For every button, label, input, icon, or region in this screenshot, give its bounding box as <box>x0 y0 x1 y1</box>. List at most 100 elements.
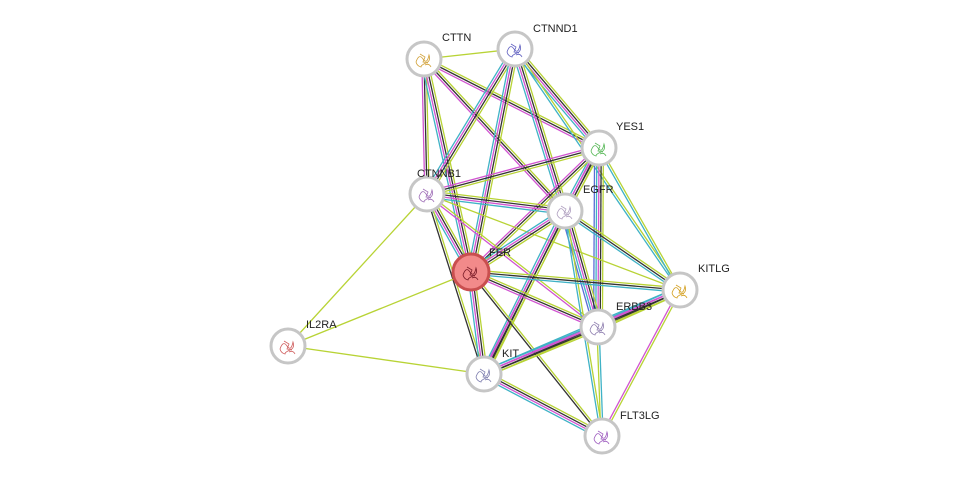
edge-line-coexpression <box>469 272 602 438</box>
node-label: IL2RA <box>306 319 337 331</box>
edge-line-experiments <box>422 60 599 151</box>
edge-egfr-erbb3 <box>560 209 603 329</box>
protein-structure-icon <box>556 205 573 220</box>
edge-line-coexpression <box>427 192 566 211</box>
edge-line-coexpression <box>425 194 484 375</box>
edge-line-databases <box>470 273 680 293</box>
edge-line-experiments <box>425 194 598 329</box>
node-erbb3[interactable]: ERBB3 <box>579 301 652 346</box>
edge-line-coexpression <box>470 271 599 328</box>
node-egfr[interactable]: EGFR <box>546 184 614 230</box>
node-yes1[interactable]: YES1 <box>580 121 644 167</box>
protein-structure-icon <box>593 430 610 445</box>
edge-fer-il2ra <box>287 271 472 347</box>
protein-structure-icon <box>418 188 435 203</box>
protein-structure-icon <box>415 53 432 68</box>
node-cttn[interactable]: CTTN <box>405 32 471 78</box>
protein-structure-icon <box>589 321 606 336</box>
edge-line-textmining <box>565 208 682 289</box>
edge-line-experiments <box>426 145 599 193</box>
edge-line-coexpression <box>470 271 681 291</box>
edge-line-experiments <box>426 194 565 213</box>
edge-line-textmining <box>425 57 568 210</box>
edge-line-databases <box>482 376 601 440</box>
edge-line-coexpression <box>471 49 517 273</box>
edge-line-textmining <box>568 209 603 326</box>
edge-line-textmining <box>427 149 600 197</box>
edge-line-experiments <box>564 210 599 328</box>
node-label: CTNND1 <box>533 23 578 35</box>
node-flt3lg[interactable]: FLT3LG <box>583 410 660 455</box>
edge-line-textmining <box>427 190 566 209</box>
protein-structure-icon <box>279 340 296 355</box>
edge-line-experiments <box>483 374 602 438</box>
edge-line-textmining <box>517 46 603 147</box>
node-kitlg[interactable]: KITLG <box>661 263 730 309</box>
edge-line-textmining <box>485 370 604 434</box>
node-ctnnd1[interactable]: CTNND1 <box>496 23 578 68</box>
edge-kitlg-flt3lg <box>600 289 682 437</box>
edge-line-coexpression <box>484 372 603 436</box>
edge-line-textmining <box>287 271 472 347</box>
node-fer[interactable]: FER <box>451 247 511 292</box>
edge-line-coexpression <box>515 47 601 148</box>
edge-ctnnb1-il2ra <box>287 193 428 347</box>
node-label: CTTN <box>442 32 471 44</box>
node-label: YES1 <box>616 121 644 133</box>
edge-line-textmining <box>471 269 600 326</box>
edge-fer-kitlg <box>470 269 681 293</box>
edge-cttn-fer <box>420 58 475 273</box>
edge-line-coexpression <box>423 58 428 195</box>
edge-line-databases <box>511 49 563 213</box>
protein-structure-icon <box>462 266 479 281</box>
edge-egfr-kitlg <box>563 208 682 293</box>
edge-yes1-ctnnb1 <box>426 145 600 197</box>
edge-line-databases <box>562 211 597 328</box>
node-il2ra[interactable]: IL2RA <box>269 319 337 365</box>
node-label: EGFR <box>583 184 614 196</box>
edge-line-textmining <box>427 192 600 327</box>
edge-line-textmining <box>485 329 600 378</box>
node-label: ERBB3 <box>616 301 652 313</box>
protein-structure-icon <box>475 368 492 383</box>
edge-line-coexpression <box>484 327 599 376</box>
edge-kit-flt3lg <box>482 370 604 440</box>
edge-line-experiments <box>469 273 598 330</box>
edge-line-textmining <box>287 345 485 375</box>
edge-ctnnb1-egfr <box>426 190 566 215</box>
edge-line-textmining <box>602 290 682 437</box>
edge-line-databases <box>420 59 469 273</box>
protein-structure-icon <box>506 43 523 58</box>
edge-line-experiments <box>469 48 515 272</box>
edge-line-experiments <box>421 59 426 195</box>
edge-line-databases <box>563 212 680 293</box>
edge-line-experiments <box>483 325 598 374</box>
edge-line-coexpression <box>426 147 600 195</box>
edge-line-experiments <box>422 59 471 273</box>
edge-line-textmining <box>424 56 601 147</box>
node-label: FER <box>489 247 511 259</box>
node-label: KITLG <box>698 263 730 275</box>
edge-line-databases <box>426 196 565 215</box>
edge-ctnnd1-ctnnb1 <box>423 46 519 197</box>
edge-line-databases <box>423 46 513 193</box>
edge-cttn-yes1 <box>422 56 601 151</box>
edge-line-textmining <box>599 147 682 290</box>
edge-line-experiments <box>421 60 564 213</box>
edge-line-textmining <box>426 58 475 272</box>
edge-il2ra-kit <box>287 345 485 375</box>
edge-line-homology <box>560 212 595 329</box>
edge-line-experiments <box>513 49 565 212</box>
node-label: CTNNB1 <box>417 168 461 180</box>
edge-ctnnb1-erbb3 <box>425 192 600 329</box>
edge-cttn-ctnnb1 <box>421 58 430 195</box>
edge-line-textmining <box>425 58 430 194</box>
node-ctnnb1[interactable]: CTNNB1 <box>408 168 461 213</box>
edge-line-textmining <box>287 193 428 347</box>
node-label: FLT3LG <box>620 410 660 422</box>
node-kit[interactable]: KIT <box>465 348 519 393</box>
edge-line-coexpression <box>564 210 681 291</box>
edge-erbb3-kit <box>482 323 600 378</box>
